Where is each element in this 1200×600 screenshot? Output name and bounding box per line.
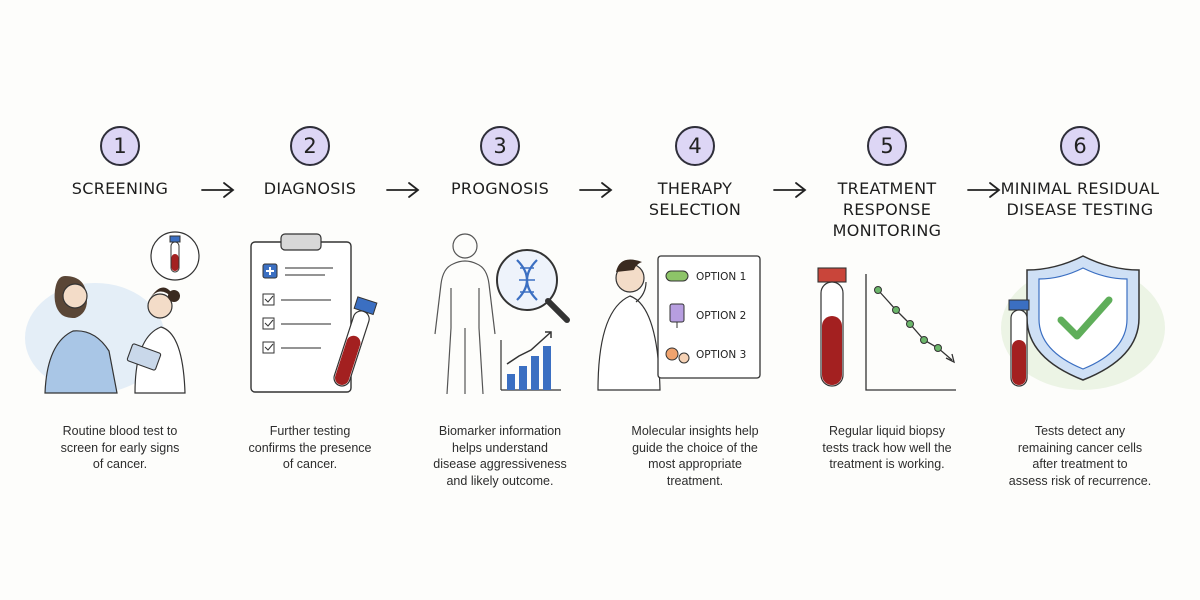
iv-bag-icon — [669, 303, 685, 328]
blood-tube-icon — [333, 296, 378, 387]
diagnosis-illustration — [250, 233, 378, 393]
step-description: Regular liquid biopsy tests track how we… — [822, 424, 952, 471]
arrow-right-icon — [201, 182, 235, 198]
clipboard-icon — [250, 233, 352, 393]
blood-tube-icon — [1008, 299, 1030, 387]
step-therapy-selection: 4 THERAPY SELECTION OPTION 1 OPTION 2 OP… — [597, 118, 790, 498]
step-title: MINIMAL RESIDUAL DISEASE TESTING — [1000, 179, 1160, 219]
step-description: Biomarker information helps understand d… — [433, 424, 567, 488]
step-description: Further testing confirms the presence of… — [248, 424, 372, 471]
arrow-right-icon — [579, 182, 613, 198]
step-number: 6 — [1060, 126, 1100, 166]
arrow-right-icon — [967, 182, 1001, 198]
therapy-option-2: OPTION 2 — [696, 310, 746, 322]
monitoring-illustration — [817, 267, 956, 391]
step-description: Molecular insights help guide the choice… — [631, 424, 759, 488]
step-description: Tests detect any remaining cancer cells … — [1008, 424, 1152, 488]
therapy-option-1: OPTION 1 — [696, 271, 746, 283]
pill-icon — [665, 270, 689, 282]
step-title: DIAGNOSIS — [263, 179, 357, 198]
step-number: 4 — [675, 126, 715, 166]
bar-chart-icon — [500, 331, 561, 391]
step-number: 1 — [100, 126, 140, 166]
body-outline-icon — [434, 233, 496, 395]
tablets-icon — [665, 347, 690, 364]
step-treatment-response-monitoring: 5 TREATMENT RESPONSE MONITORING Regular … — [792, 118, 982, 498]
screening-illustration — [25, 231, 200, 394]
step-title: TREATMENT RESPONSE MONITORING — [832, 179, 942, 240]
step-number: 3 — [480, 126, 520, 166]
therapy-illustration: OPTION 1 OPTION 2 OPTION 3 — [597, 255, 761, 391]
decline-chart-icon — [865, 274, 956, 391]
prognosis-illustration — [434, 233, 570, 395]
arrow-right-icon — [386, 182, 420, 198]
step-title: PROGNOSIS — [450, 179, 550, 198]
step-description: Routine blood test to screen for early s… — [60, 424, 180, 471]
step-mrd-testing: 6 MINIMAL RESIDUAL DISEASE TESTING Tests… — [985, 118, 1175, 498]
step-diagnosis: 2 DIAGNOSIS Further testing confirms the… — [215, 118, 405, 498]
therapy-option-3: OPTION 3 — [696, 349, 746, 361]
step-number: 5 — [867, 126, 907, 166]
arrow-right-icon — [773, 182, 807, 198]
step-title: SCREENING — [71, 179, 169, 198]
step-prognosis: 3 PROGNOSIS Biomarker information helps … — [405, 118, 595, 498]
step-screening: 1 SCREENING Routine blood test to screen… — [25, 118, 215, 498]
step-number: 2 — [290, 126, 330, 166]
step-title: THERAPY SELECTION — [648, 179, 742, 219]
blood-tube-icon — [150, 231, 200, 281]
thinking-doctor — [597, 259, 661, 391]
mrd-illustration — [1001, 255, 1165, 390]
shield-check-icon — [1026, 255, 1140, 381]
magnifier-dna-icon — [496, 249, 570, 323]
blood-tube-icon — [817, 267, 847, 387]
